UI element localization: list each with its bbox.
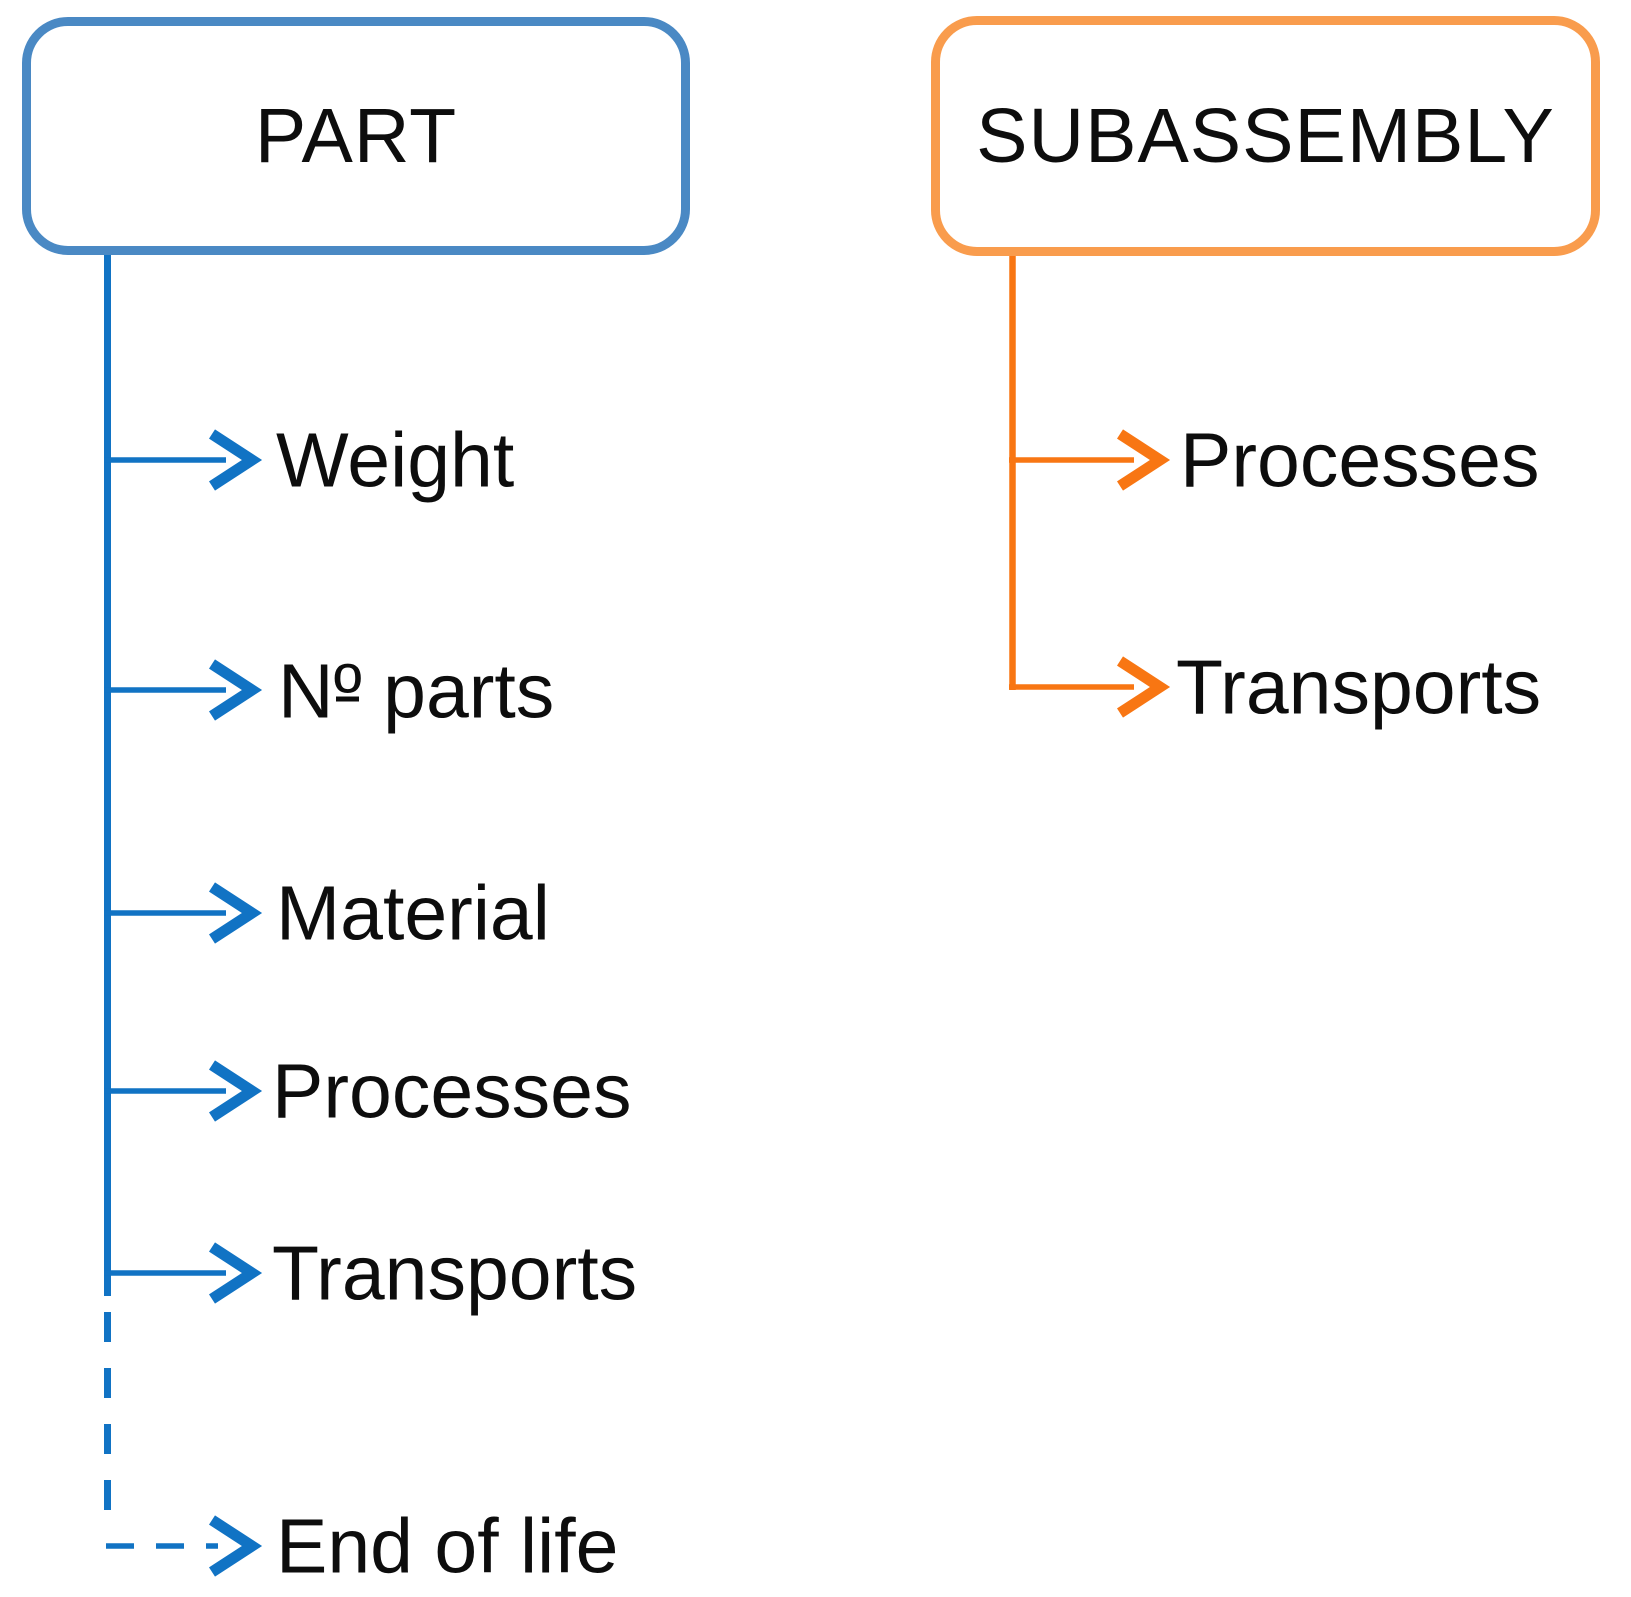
n-parts-ordinal-indicator: º [333, 648, 362, 735]
arrowhead-weight [209, 429, 263, 491]
arrowhead-n-parts [209, 659, 263, 721]
part-tree-connectors [104, 250, 263, 1577]
n-parts-suffix: parts [361, 648, 555, 735]
part-child-label-end-of-life: End of life [276, 1503, 619, 1590]
part-node-box: PART [22, 17, 690, 255]
arrowhead-processes-part [209, 1060, 263, 1122]
part-node-title: PART [254, 92, 458, 179]
subassembly-child-label-processes: Processes [1180, 417, 1540, 504]
n-parts-prefix: N [278, 648, 334, 735]
part-child-label-transports: Transports [272, 1230, 638, 1317]
part-child-label-material: Material [276, 870, 550, 957]
part-child-label-weight: Weight [276, 417, 515, 504]
arrowhead-end-of-life [209, 1515, 263, 1577]
arrowhead-transports-sub [1117, 656, 1171, 718]
part-child-label-n-parts: Nº parts [278, 648, 554, 735]
arrowhead-processes-sub [1117, 429, 1171, 491]
subassembly-node-box: SUBASSEMBLY [931, 16, 1600, 256]
arrowhead-material [209, 882, 263, 944]
arrowhead-transports-part [209, 1242, 263, 1304]
subassembly-node-title: SUBASSEMBLY [976, 92, 1555, 179]
part-child-label-processes: Processes [272, 1048, 632, 1135]
subassembly-tree-connectors [1009, 250, 1171, 718]
subassembly-child-label-transports: Transports [1176, 644, 1542, 731]
